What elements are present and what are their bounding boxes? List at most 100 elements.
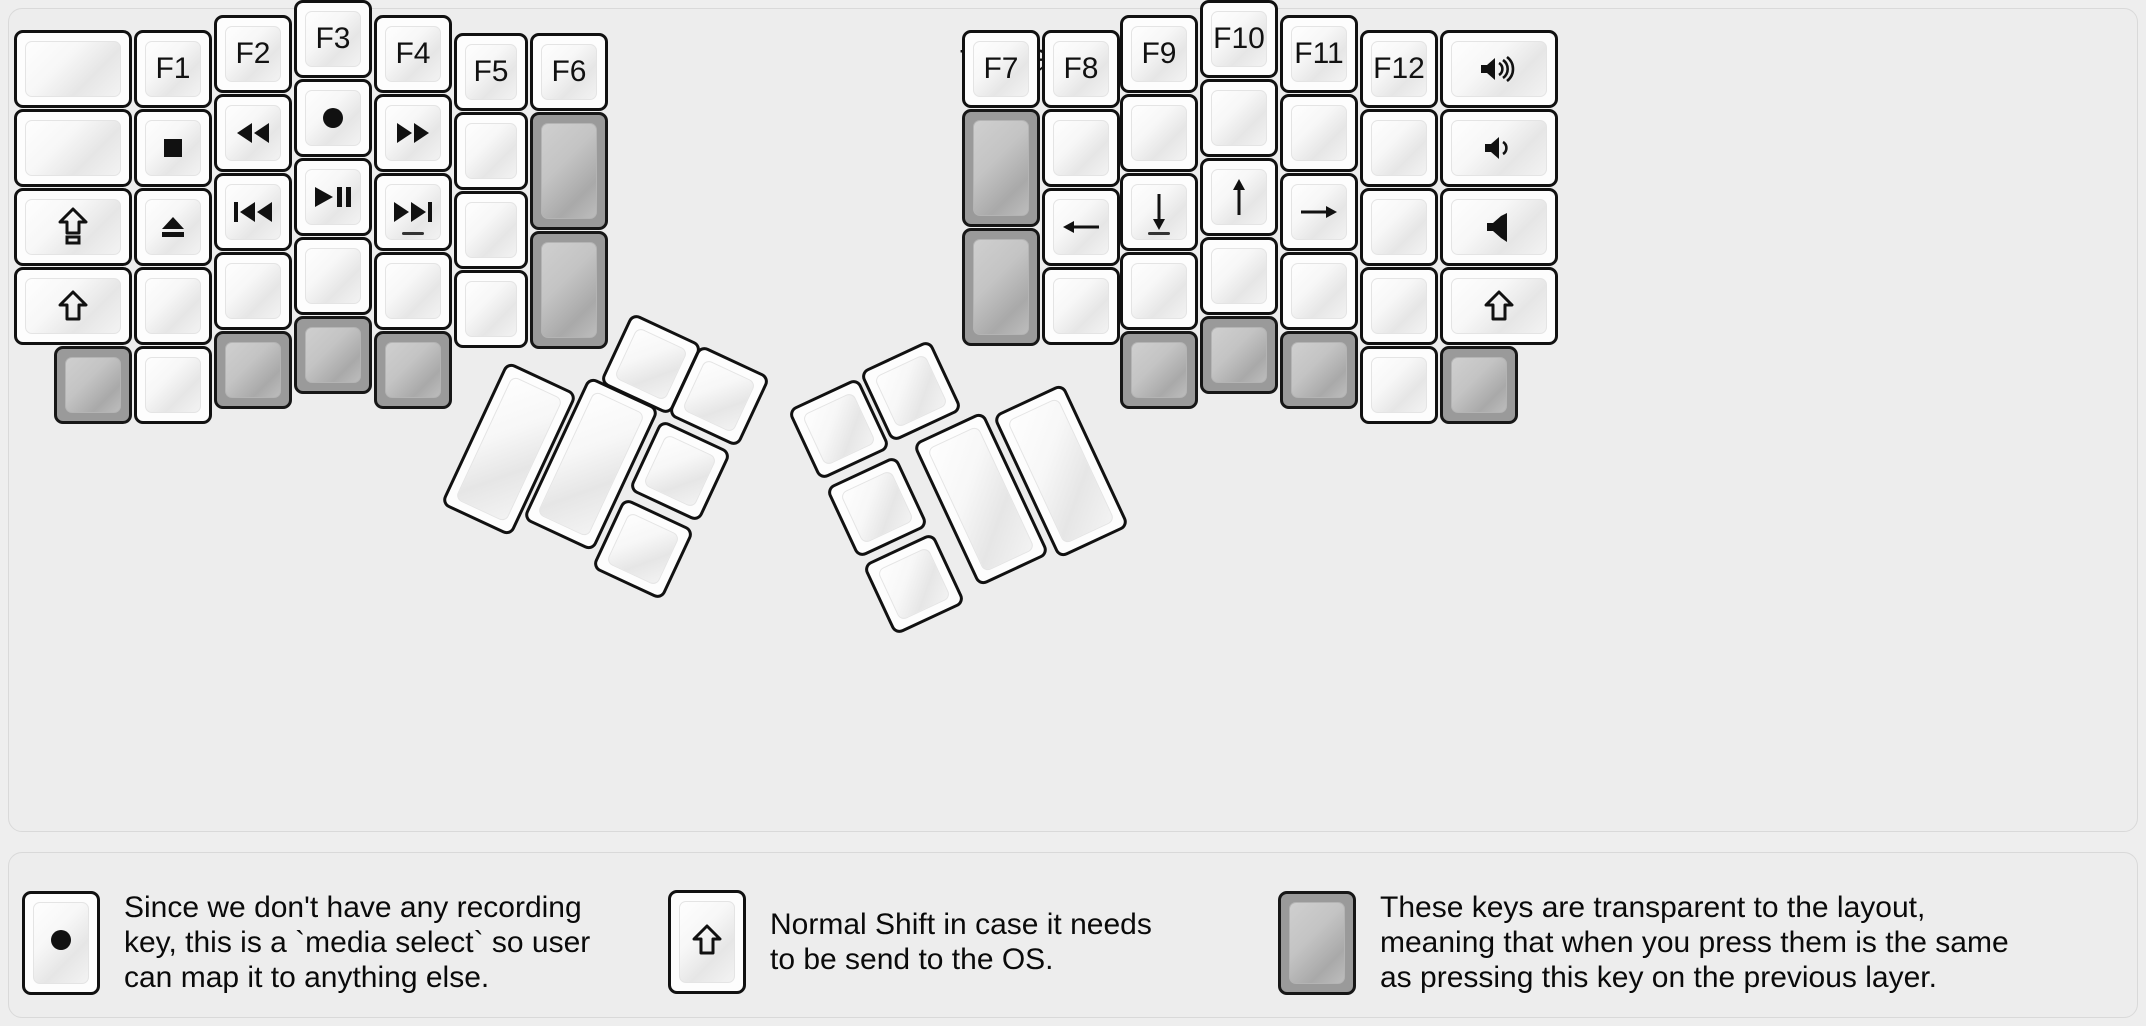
key-transparent[interactable] (1200, 316, 1278, 394)
key-label: F5 (473, 55, 509, 88)
key-arrow-right[interactable] (1280, 173, 1358, 251)
key-arrow-left[interactable] (1042, 188, 1120, 266)
key-f10[interactable]: F10 (1200, 0, 1278, 78)
key-blank[interactable] (454, 191, 528, 269)
key-blank[interactable] (454, 270, 528, 348)
key-f2[interactable]: F2 (214, 15, 292, 93)
key-blank[interactable] (1120, 252, 1198, 330)
keycap-surface (145, 120, 201, 176)
keycap-surface (541, 123, 597, 219)
shift-arrow-icon (1484, 290, 1514, 322)
key-transparent[interactable] (530, 231, 608, 349)
keycap-surface (65, 357, 121, 413)
key-blank[interactable] (134, 267, 212, 345)
key-volume-down[interactable] (1440, 109, 1558, 187)
key-f1[interactable]: F1 (134, 30, 212, 108)
key-arrow-down[interactable] (1120, 173, 1198, 251)
keycap-surface: F8 (1053, 41, 1109, 97)
key-label: F10 (1213, 22, 1265, 55)
key-f12[interactable]: F12 (1360, 30, 1438, 108)
keycap-surface (1451, 357, 1507, 413)
keycap-surface (145, 199, 201, 255)
key-media-rewind[interactable] (214, 94, 292, 172)
key-label: F9 (1141, 37, 1177, 70)
key-transparent[interactable] (214, 331, 292, 409)
key-label: F8 (1063, 52, 1099, 85)
key-media-eject[interactable] (134, 188, 212, 266)
key-media-play-pause[interactable] (294, 158, 372, 236)
key-blank[interactable] (14, 30, 132, 108)
shift-arrow-icon (58, 290, 88, 322)
keycap-surface (1291, 105, 1347, 161)
key-f5[interactable]: F5 (454, 33, 528, 111)
key-transparent[interactable] (374, 331, 452, 409)
keycap-surface (225, 105, 281, 161)
keycap-surface (1371, 120, 1427, 176)
keycap-surface (605, 511, 681, 587)
legend-record-description: Since we don't have any recording key, t… (124, 891, 591, 995)
key-f4[interactable]: F4 (374, 15, 452, 93)
key-label: F3 (315, 22, 351, 55)
key-f3[interactable]: F3 (294, 0, 372, 78)
keycap-surface (465, 281, 517, 337)
key-volume-up[interactable] (1440, 30, 1558, 108)
key-transparent[interactable] (1280, 331, 1358, 409)
key-blank[interactable] (1120, 94, 1198, 172)
key-media-stop[interactable] (134, 109, 212, 187)
legend-transparent: These keys are transparent to the layout… (1278, 890, 2009, 995)
key-caps-lock-arrow[interactable] (14, 188, 132, 266)
key-label: F2 (235, 37, 271, 70)
key-transparent[interactable] (1120, 331, 1198, 409)
key-transparent[interactable] (1440, 346, 1518, 424)
key-blank[interactable] (214, 252, 292, 330)
key-blank[interactable] (1360, 346, 1438, 424)
keycap-surface: F5 (465, 44, 517, 100)
keycap-surface (305, 90, 361, 146)
keycap-surface (1451, 120, 1547, 176)
key-transparent[interactable] (54, 346, 132, 424)
key-shift-arrow[interactable] (14, 267, 132, 345)
key-blank[interactable] (1042, 267, 1120, 345)
key-media-prev-track[interactable] (214, 173, 292, 251)
keycap-surface (1211, 248, 1267, 304)
key-blank[interactable] (1042, 109, 1120, 187)
key-blank[interactable] (1360, 267, 1438, 345)
key-blank[interactable] (294, 237, 372, 315)
key-media-fast-forward[interactable] (374, 94, 452, 172)
key-media-next-track[interactable] (374, 173, 452, 251)
key-transparent[interactable] (962, 109, 1040, 227)
key-blank[interactable] (1280, 252, 1358, 330)
keycap-surface (25, 278, 121, 334)
key-blank[interactable] (1360, 188, 1438, 266)
key-arrow-up[interactable] (1200, 158, 1278, 236)
keycap-surface (1451, 199, 1547, 255)
key-media-record[interactable] (294, 79, 372, 157)
keycap-surface (1131, 342, 1187, 398)
key-blank[interactable] (14, 109, 132, 187)
keycap-surface (873, 353, 949, 429)
key-transparent[interactable] (962, 228, 1040, 346)
media-play-pause-icon (312, 184, 354, 210)
keycap-surface: F6 (541, 44, 597, 100)
keycap-surface (225, 184, 281, 240)
media-rewind-icon (233, 120, 273, 146)
key-shift-arrow[interactable] (1440, 267, 1558, 345)
key-f9[interactable]: F9 (1120, 15, 1198, 93)
key-f7[interactable]: F7 (962, 30, 1040, 108)
key-f8[interactable]: F8 (1042, 30, 1120, 108)
key-blank[interactable] (1200, 237, 1278, 315)
key-blank[interactable] (1200, 79, 1278, 157)
key-blank[interactable] (454, 112, 528, 190)
key-transparent[interactable] (294, 316, 372, 394)
key-volume-mute[interactable] (1440, 188, 1558, 266)
caps-lock-arrow-icon (58, 207, 88, 247)
key-blank[interactable] (374, 252, 452, 330)
key-blank[interactable] (1360, 109, 1438, 187)
key-blank[interactable] (134, 346, 212, 424)
keycap-surface (1053, 199, 1109, 255)
key-blank[interactable] (1280, 94, 1358, 172)
keycap-surface (25, 199, 121, 255)
key-f11[interactable]: F11 (1280, 15, 1358, 93)
key-transparent[interactable] (530, 112, 608, 230)
key-f6[interactable]: F6 (530, 33, 608, 111)
